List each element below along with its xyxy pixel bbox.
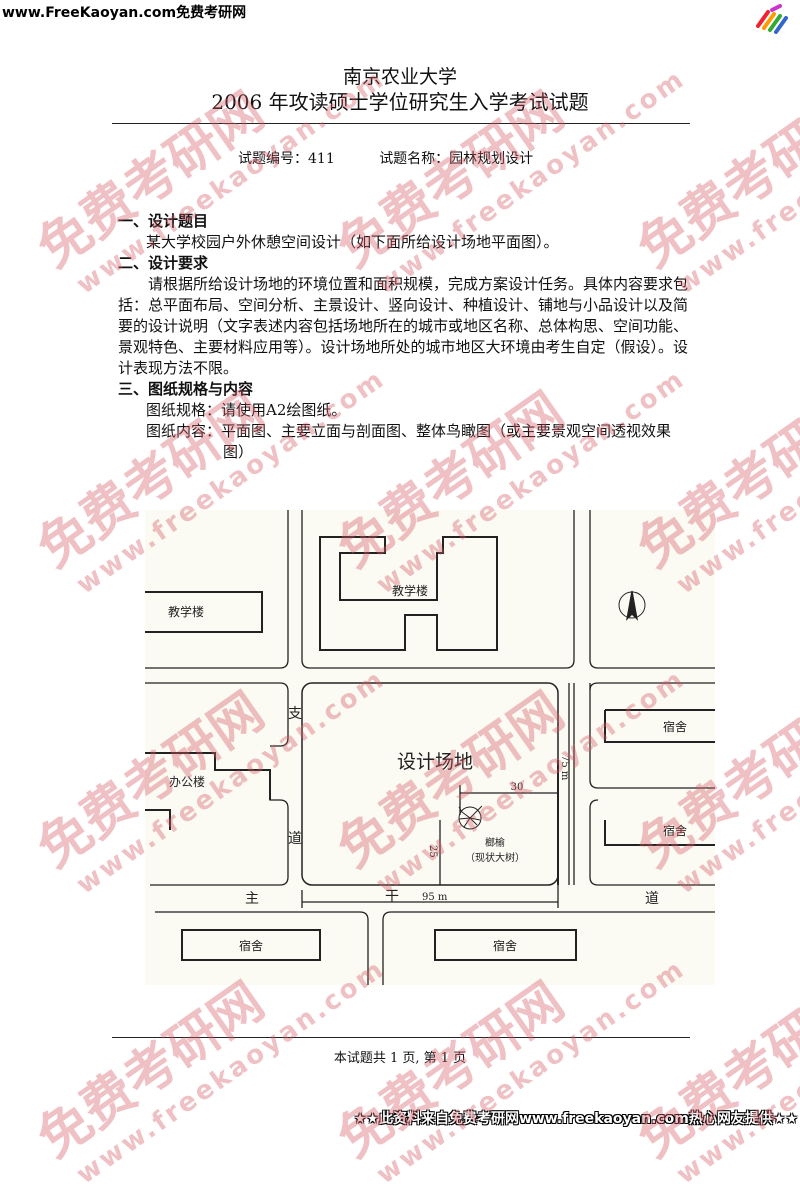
label-dorm-bottom-right: 宿舍 xyxy=(493,938,517,953)
label-main-road-2: 干 xyxy=(385,889,399,905)
label-main-road-3: 道 xyxy=(645,891,659,907)
label-dorm-bottom-left: 宿舍 xyxy=(239,938,263,953)
dim-95: 95 m xyxy=(422,892,448,903)
exam-name: 试题名称：园林规划设计 xyxy=(379,151,534,167)
header-rule xyxy=(112,123,690,124)
watermark-url: www.freekaoyan.com xyxy=(671,953,800,1191)
dorm-bottom-left xyxy=(181,929,321,961)
watermark-url: www.freekaoyan.com xyxy=(71,953,392,1191)
label-dorm-right-mid: 宿舍 xyxy=(663,823,687,838)
page-footer: 本试题共 1 页, 第 1 页 xyxy=(333,1051,467,1066)
label-teaching-building-left: 教学楼 xyxy=(168,604,204,619)
label-office-building: 办公楼 xyxy=(169,774,205,789)
label-branch-road-2: 道 xyxy=(288,831,302,847)
teaching-building-top xyxy=(319,536,498,651)
section-text: 图纸内容：平面图、主要立面与剖面图、整体鸟瞰图（或主要景观空间透视效果图） xyxy=(146,422,672,461)
tree-icon xyxy=(458,805,483,830)
footer-rule xyxy=(112,1037,690,1038)
label-design-site: 设计场地 xyxy=(397,751,473,773)
section-text: 请根据所给设计场地的环境位置和面积规模，完成方案设计任务。具体内容要求包括：总平… xyxy=(118,275,689,377)
section-heading: 二、设计要求 xyxy=(118,254,209,272)
dorm-right-mid xyxy=(604,820,715,846)
university-name: 南京农业大学 xyxy=(342,66,457,88)
watermark-url: www.freekaoyan.com xyxy=(371,953,692,1191)
section-text: 某大学校园户外休憩空间设计（如下面所给设计场地平面图）。 xyxy=(146,233,559,251)
label-dorm-right-top: 宿舍 xyxy=(663,719,687,734)
logo-icon xyxy=(756,4,788,34)
exam-code: 试题编号：411 xyxy=(238,151,335,167)
section-heading: 一、设计题目 xyxy=(118,212,209,230)
section-heading: 三、图纸规格与内容 xyxy=(118,380,254,398)
section-1: 一、设计题目 某大学校园户外休憩空间设计（如下面所给设计场地平面图）。 二、设计… xyxy=(118,211,688,463)
dim-30: 30 xyxy=(511,782,524,793)
label-tree-note: （现状大树） xyxy=(465,851,525,864)
site-plan-map: 教学楼 教学楼 办公楼 设计场地 支 道 主 干 道 宿舍 宿舍 宿舍 宿舍 榔… xyxy=(145,510,715,985)
label-main-road-1: 主 xyxy=(245,891,259,907)
dim-75: 75 m xyxy=(559,755,570,781)
label-tree-name: 榔榆 xyxy=(485,836,505,849)
site-link[interactable]: www.FreeKaoyan.com免费考研网 xyxy=(2,5,247,21)
exam-meta: 试题编号：411 试题名称：园林规划设计 xyxy=(238,148,573,168)
teaching-building-left xyxy=(145,591,263,633)
dorm-right-top xyxy=(604,709,715,743)
north-arrow-icon xyxy=(618,590,646,621)
label-teaching-building-top: 教学楼 xyxy=(392,583,428,598)
office-building xyxy=(145,752,271,800)
source-banner: ★★此资料来自免费考研网www.freekaoyan.com热心网友提供★★ xyxy=(353,1111,798,1127)
label-branch-road-1: 支 xyxy=(288,706,302,722)
dorm-bottom-right xyxy=(434,929,577,961)
section-text: 图纸规格：请使用A2绘图纸。 xyxy=(146,401,347,419)
exam-title: 2006 年攻读硕士学位研究生入学考试试题 xyxy=(211,90,589,114)
dim-25: 25 xyxy=(427,845,438,858)
